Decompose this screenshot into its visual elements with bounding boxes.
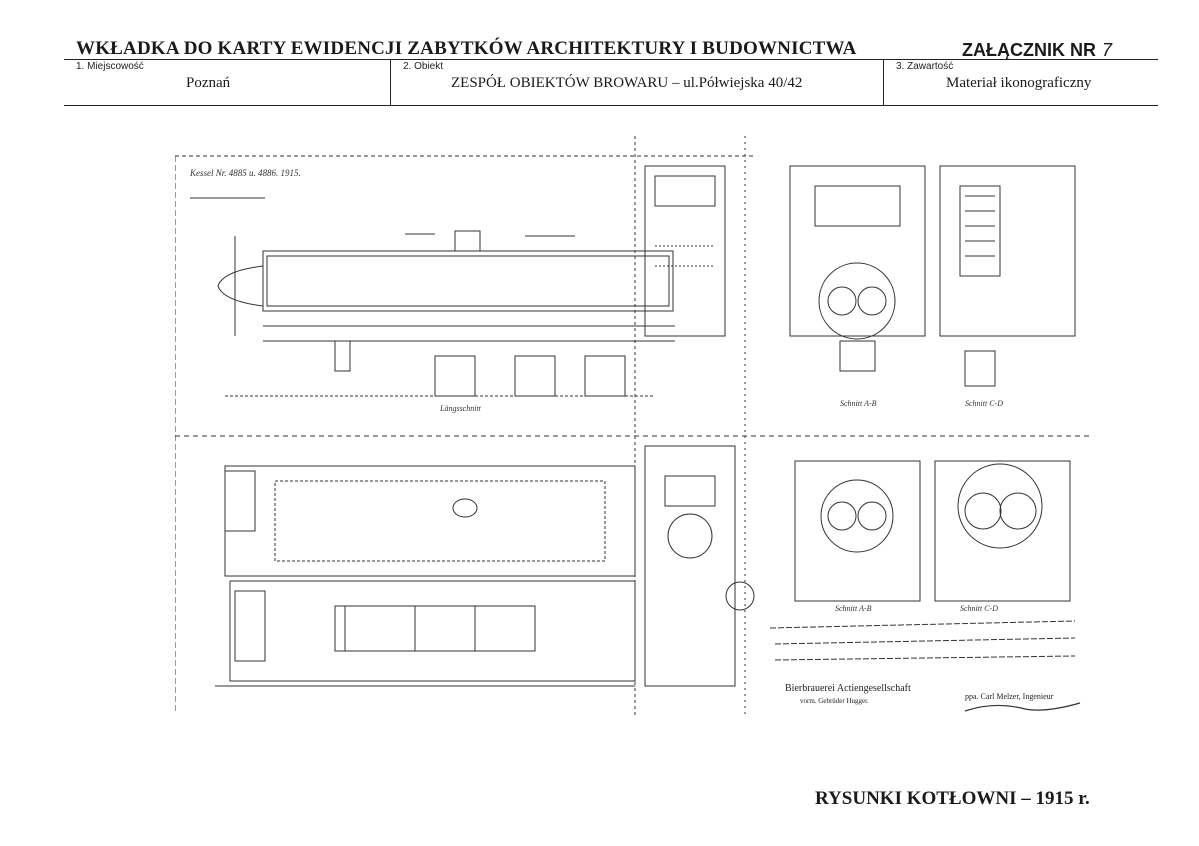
stamp-company-sub: vorm. Gebrüder Hugger. [800,697,869,705]
drawing-caption: RYSUNKI KOTŁOWNI – 1915 r. [815,788,1090,809]
svg-text:Schnitt C-D: Schnitt C-D [960,604,998,613]
svg-text:Schnitt A-B: Schnitt A-B [840,399,877,408]
document-title: WKŁADKA DO KARTY EWIDENCJI ZABYTKÓW ARCH… [76,38,857,59]
locality-label: 1. Miejscowość [76,61,144,72]
svg-text:Längsschnitt: Längsschnitt [439,404,482,413]
annex-number: 7 [1101,40,1112,60]
engineer-signature: ppa. Carl Melzer, Ingenieur [965,692,1054,701]
annex-label-text: ZAŁĄCZNIK NR [962,40,1096,60]
stamp-company: Bierbrauerei Actiengesellschaft [785,683,911,694]
svg-text:Schnitt A-B: Schnitt A-B [835,604,872,613]
locality-value: Poznań [186,75,231,91]
info-table: 1. Miejscowość Poznań 2. Obiekt ZESPÓŁ O… [64,59,1158,106]
svg-text:Kessel Nr. 4885 u. 4886. 1915.: Kessel Nr. 4885 u. 4886. 1915. [189,168,301,178]
object-cell: 2. Obiekt ZESPÓŁ OBIEKTÓW BROWARU – ul.P… [391,60,884,105]
object-value: ZESPÓŁ OBIEKTÓW BROWARU – ul.Półwiejska … [451,75,803,91]
object-label: 2. Obiekt [403,61,444,72]
boiler-technical-drawing: Kessel Nr. 4885 u. 4886. 1915. Längsschn… [175,136,1090,718]
content-label: 3. Zawartość [896,61,954,72]
content-cell: 3. Zawartość Materiał ikonograficzny [884,60,1158,105]
locality-cell: 1. Miejscowość Poznań [64,60,391,105]
svg-text:Schnitt C-D: Schnitt C-D [965,399,1003,408]
content-value: Materiał ikonograficzny [946,75,1092,91]
